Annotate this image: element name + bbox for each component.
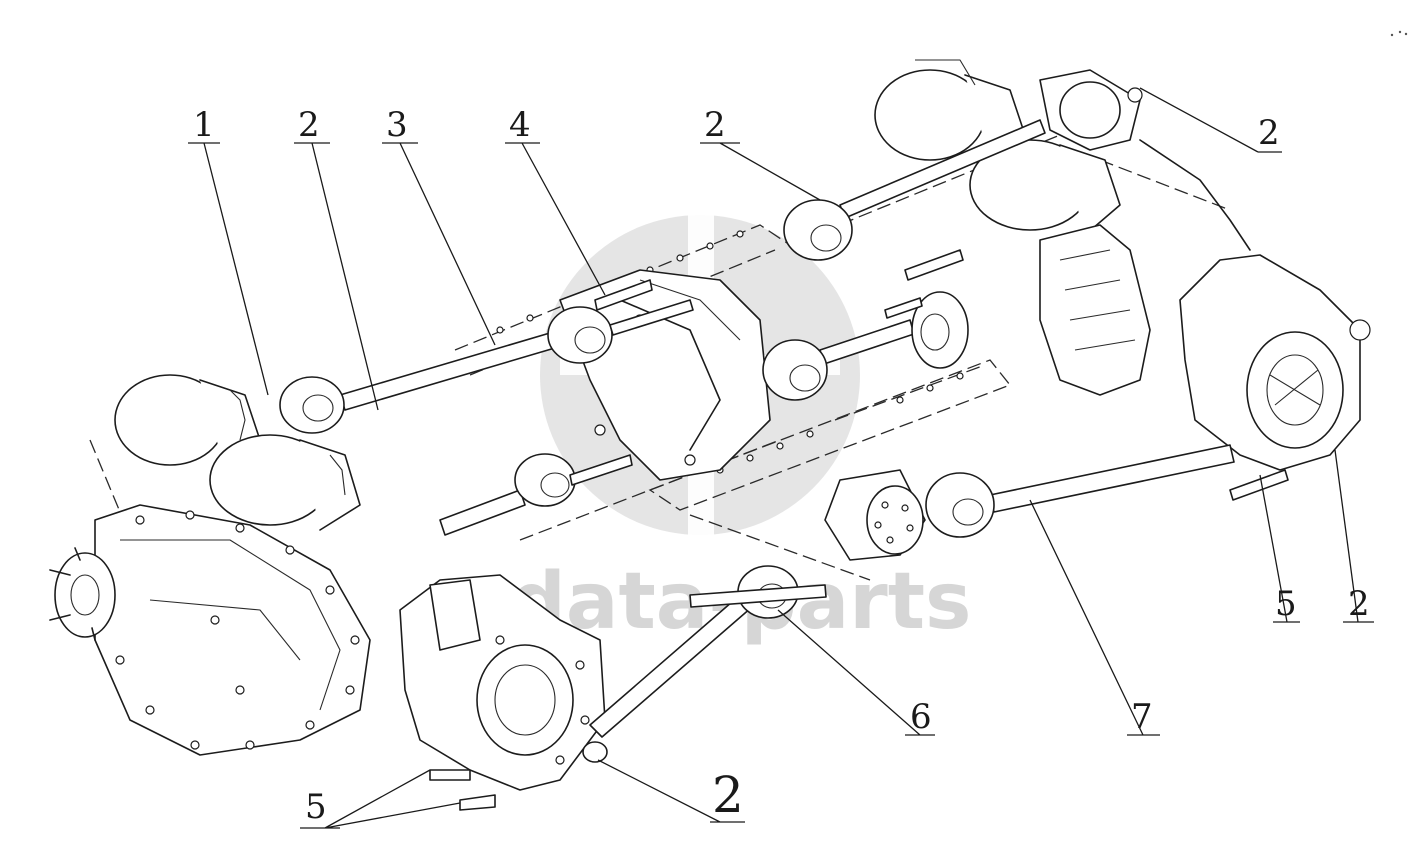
corner-mark (1390, 30, 1408, 37)
callout-4: 4 (509, 105, 531, 145)
cylinder-part (824, 469, 926, 561)
bushing-lower-left (514, 453, 633, 507)
callout-labels: 1 2 3 4 2 2 5 2 6 7 2 5 (193, 105, 1370, 827)
callout-2-bottom: 2 (712, 766, 744, 824)
callout-2-left: 2 (298, 105, 320, 145)
bushing-left-upper (279, 376, 345, 434)
callout-5-bottom: 5 (305, 787, 327, 827)
nut-bottom (582, 741, 608, 763)
callout-2-top-right: 2 (1258, 113, 1280, 153)
bushing-7 (925, 472, 995, 538)
rod-end-bushings (279, 81, 1289, 763)
callout-6: 6 (910, 697, 932, 737)
central-bracket (559, 269, 771, 481)
bushing-right-center (911, 291, 969, 369)
bushing-upper-right-end (1059, 81, 1121, 139)
bushing-6 (689, 565, 827, 619)
bushing-top-right (783, 199, 853, 261)
callout-7: 7 (1131, 697, 1153, 737)
front-axle-assembly (49, 374, 606, 811)
callout-3: 3 (386, 105, 408, 145)
callout-5-right: 5 (1275, 584, 1297, 624)
center-bolt (884, 249, 964, 319)
callout-1: 1 (193, 105, 215, 145)
right-bolt (1229, 469, 1289, 501)
leader-lines (188, 87, 1374, 829)
bushing-center-upper (547, 279, 694, 364)
callout-2-right: 2 (1348, 584, 1370, 624)
bushing-mid (762, 339, 828, 401)
callout-2-top: 2 (704, 105, 726, 145)
rods (339, 119, 1235, 738)
